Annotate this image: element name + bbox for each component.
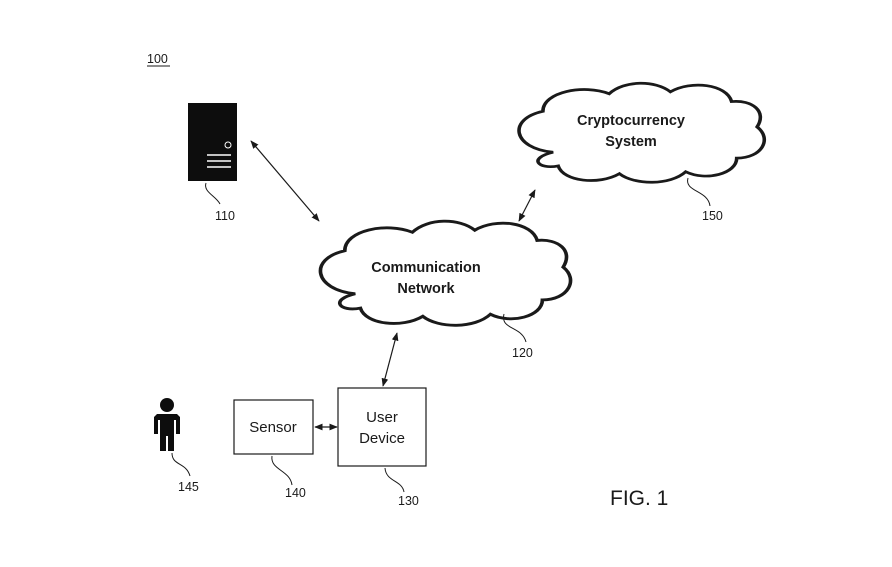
sensor-box [233, 399, 314, 455]
network-device-link-arrow [381, 332, 399, 387]
user-device: User Device 130 [337, 387, 427, 508]
network-crypto-link-arrow [518, 189, 536, 222]
user-device-label-line2: Device [359, 430, 405, 447]
person-icon [154, 398, 180, 451]
communication-network-leader-line [503, 313, 527, 343]
communication-network-label-line1: Communication [371, 260, 481, 276]
cryptocurrency-label-line2: System [605, 134, 657, 150]
cryptocurrency-system: Cryptocurrency System 150 [517, 81, 767, 223]
user-device-label-line1: User [366, 409, 398, 426]
communication-network-label-line2: Network [397, 281, 455, 297]
person-leader-line [171, 452, 191, 477]
communication-network-ref: 120 [512, 346, 533, 360]
user-device-leader-line [384, 467, 405, 493]
cryptocurrency-leader-line [687, 177, 711, 207]
user-device-box [337, 387, 427, 467]
sensor-leader-line [271, 455, 293, 486]
figure-caption: FIG. 1 [610, 487, 668, 510]
sensor-label: Sensor [249, 419, 297, 436]
user-device-ref: 130 [398, 494, 419, 508]
figure-reference-number: 100 [147, 52, 168, 66]
figure-reference: 100 [147, 52, 170, 67]
cryptocurrency-ref: 150 [702, 209, 723, 223]
person-ref: 145 [178, 480, 199, 494]
server-ref: 110 [215, 209, 235, 223]
server-icon [188, 103, 237, 181]
sensor: Sensor 140 [233, 399, 314, 500]
server: 110 [188, 103, 237, 223]
person: 145 [154, 398, 199, 494]
cryptocurrency-label-line1: Cryptocurrency [577, 113, 685, 129]
cryptocurrency-cloud-icon [517, 81, 767, 185]
server-leader-line [205, 182, 221, 205]
sensor-ref: 140 [285, 486, 306, 500]
server-network-link-arrow [250, 140, 320, 222]
communication-network: Communication Network 120 [318, 219, 573, 360]
